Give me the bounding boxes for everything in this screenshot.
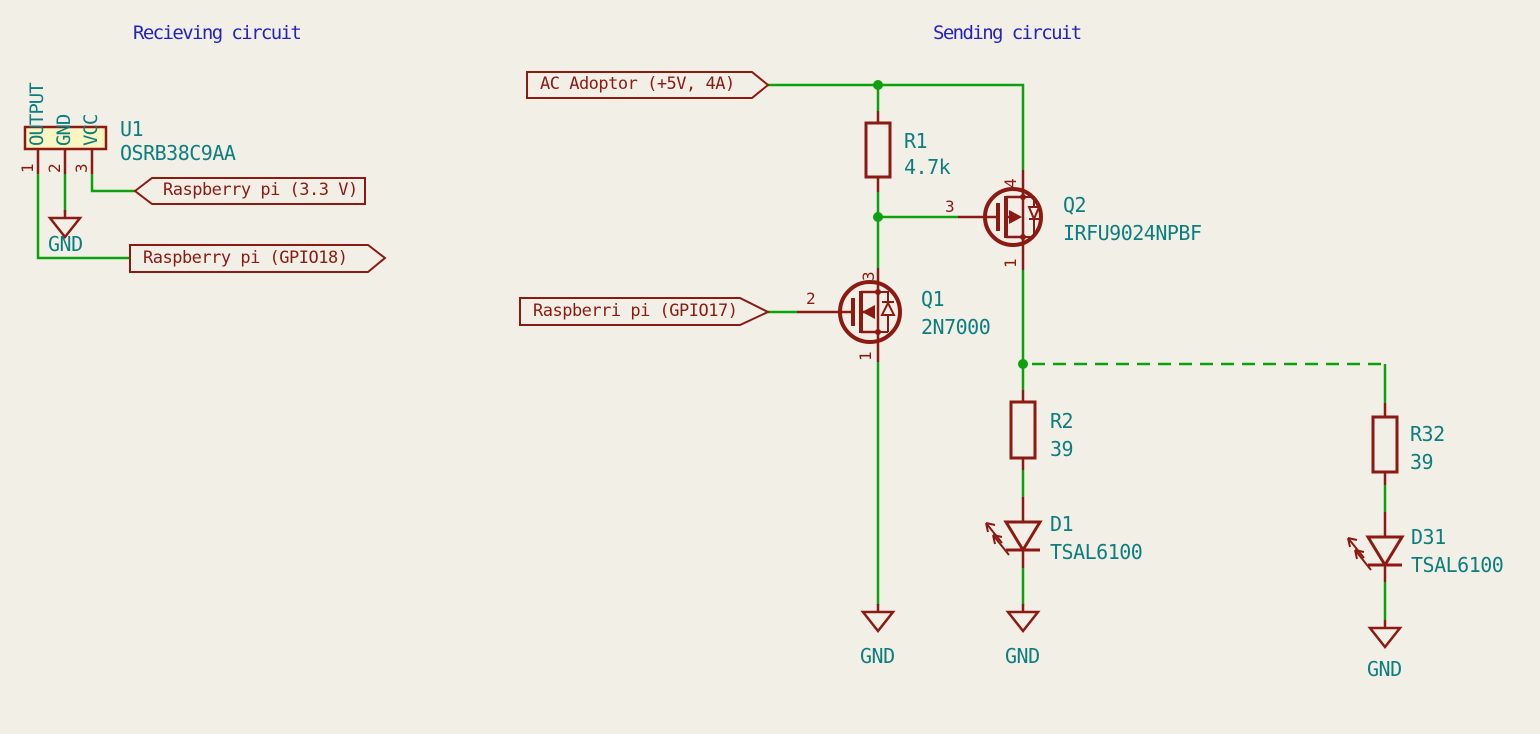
label-box-raspberry-gpio18[interactable] <box>129 244 387 273</box>
junction-dot <box>1018 359 1028 369</box>
gnd-symbol-d1[interactable] <box>1006 602 1040 633</box>
label-raspberry-gpio18[interactable]: Raspberry pi (GPIO18) <box>143 248 348 268</box>
r32-reference: R32 <box>1410 422 1445 446</box>
u1-pin-name-output: OUTPUT <box>26 83 48 146</box>
q1-mosfet-symbol[interactable] <box>797 268 902 362</box>
r1-reference: R1 <box>904 129 928 153</box>
d31-value: TSAL6100 <box>1411 553 1504 577</box>
label-raspberry-3v3[interactable]: Raspberry pi (3.3 V) <box>163 180 358 200</box>
q2-pin-number-3: 3 <box>945 197 955 216</box>
q2-mosfet-symbol[interactable] <box>958 170 1043 270</box>
u1-receiver-symbol[interactable] <box>23 125 108 174</box>
r1-value: 4.7k <box>904 155 951 179</box>
junction-dot <box>873 80 883 90</box>
q1-pin-number-1: 1 <box>856 351 875 361</box>
gnd-symbol-q1[interactable] <box>861 602 895 633</box>
gnd-symbol-d31[interactable] <box>1368 618 1402 649</box>
u1-pin-name-vcc: VCC <box>80 114 102 146</box>
gnd-label-q1: GND <box>860 644 895 668</box>
gnd-label-d31: GND <box>1367 657 1402 681</box>
d31-reference: D31 <box>1411 525 1446 549</box>
u1-reference: U1 <box>120 117 144 141</box>
receiving-circuit-title: Recieving circuit <box>133 22 302 44</box>
r1-resistor-symbol[interactable] <box>864 111 892 192</box>
q2-value: IRFU9024NPBF <box>1063 221 1202 245</box>
r32-value: 39 <box>1410 450 1434 474</box>
junction-dot <box>873 212 883 222</box>
wire-power-rail[interactable] <box>768 83 1025 170</box>
label-box-ac-adaptor[interactable] <box>526 71 770 99</box>
u1-pin-name-gnd: GND <box>53 114 75 146</box>
d31-led-symbol[interactable] <box>1346 512 1404 582</box>
u1-value: OSRB38C9AA <box>120 141 236 165</box>
label-ac-adaptor[interactable]: AC Adoptor (+5V, 4A) <box>540 74 735 94</box>
q2-pin-number-4: 4 <box>1001 178 1020 188</box>
q2-pin-number-1: 1 <box>1001 258 1020 268</box>
d1-reference: D1 <box>1050 512 1074 536</box>
sending-circuit-title: Sending circuit <box>933 22 1082 44</box>
q1-value: 2N7000 <box>921 315 991 339</box>
label-box-raspberry-gpio17[interactable] <box>519 297 771 326</box>
gnd-label-d1: GND <box>1005 644 1040 668</box>
junction-dots <box>873 80 1028 369</box>
wire-output-to-gpio18[interactable] <box>36 174 130 260</box>
q2-reference: Q2 <box>1063 193 1087 217</box>
u1-pin-number-3: 3 <box>72 163 91 173</box>
q1-pin-number-3: 3 <box>859 271 878 281</box>
u1-pin-number-1: 1 <box>18 163 37 173</box>
r2-resistor-symbol[interactable] <box>1009 390 1037 470</box>
label-box-raspberry-3v3[interactable] <box>133 177 366 205</box>
r2-value: 39 <box>1050 437 1074 461</box>
r32-resistor-symbol[interactable] <box>1371 403 1399 485</box>
gnd-label-receiver: GND <box>48 232 83 256</box>
q1-reference: Q1 <box>921 287 945 311</box>
d1-value: TSAL6100 <box>1050 540 1143 564</box>
r2-reference: R2 <box>1050 409 1074 433</box>
wire-set[interactable] <box>36 83 1387 620</box>
label-raspberry-gpio17[interactable]: Raspberri pi (GPIO17) <box>533 301 738 321</box>
wire-vcc-to-3v3[interactable] <box>90 174 135 193</box>
u1-pin-number-2: 2 <box>45 163 64 173</box>
q1-pin-number-2: 2 <box>806 289 816 308</box>
d1-led-symbol[interactable] <box>984 497 1042 568</box>
